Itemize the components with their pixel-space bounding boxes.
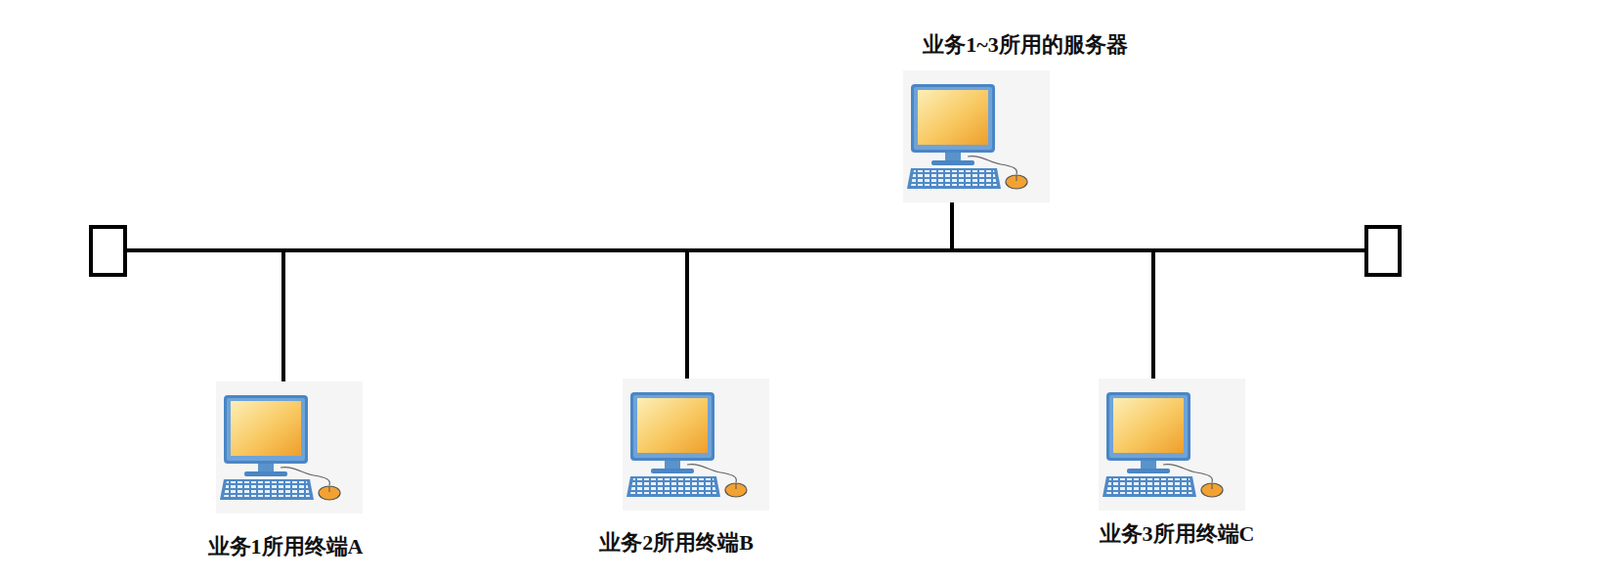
bus-drop-connector <box>687 202 952 379</box>
terminal-label: 业务2所用终端B <box>599 529 754 556</box>
computer-icon <box>216 381 363 514</box>
computer-picture <box>622 378 770 511</box>
computer-picture <box>903 70 1050 203</box>
terminal-label: 业务1所用终端A <box>208 533 364 560</box>
bus-terminator <box>90 226 126 275</box>
computer-picture <box>1098 378 1246 511</box>
computer-picture <box>216 381 363 514</box>
server-label: 业务1~3所用的服务器 <box>922 32 1127 58</box>
computer-icon <box>903 70 1050 203</box>
bus-drop-connector <box>283 202 952 382</box>
computer-picture <box>216 381 363 514</box>
terminal-node: 业务1所用终端A <box>216 381 363 514</box>
terminal-label: 业务3所用终端C <box>1099 520 1255 547</box>
computer-picture <box>903 70 1050 203</box>
bus-terminator <box>1366 226 1400 275</box>
computer-picture <box>1098 378 1246 511</box>
bus-drop-connector <box>951 202 1154 379</box>
computer-picture <box>622 378 770 511</box>
terminal-node: 业务3所用终端C <box>1098 378 1246 511</box>
computer-icon <box>1098 378 1246 511</box>
server-node: 业务1~3所用的服务器 <box>903 70 1050 203</box>
computer-icon <box>622 378 770 511</box>
terminal-node: 业务2所用终端B <box>622 378 770 511</box>
